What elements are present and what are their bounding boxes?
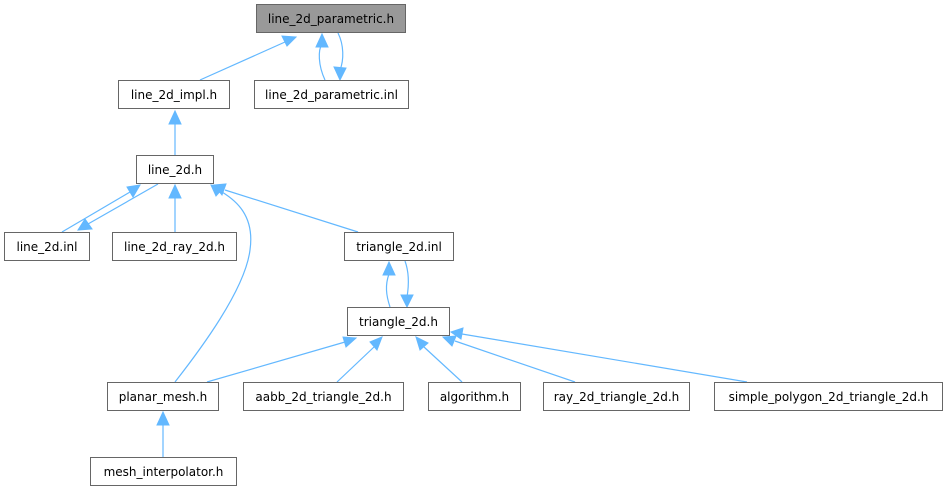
node-mesh-interpolator-h[interactable]: mesh_interpolator.h [90, 457, 237, 486]
edge-ray2-to-t2d [454, 340, 576, 383]
node-ray-2d-triangle-2d-h[interactable]: ray_2d_triangle_2d.h [543, 382, 690, 411]
node-aabb-2d-triangle-2d-h[interactable]: aabb_2d_triangle_2d.h [243, 382, 404, 411]
node-line-2d-ray-2d-h[interactable]: line_2d_ray_2d.h [112, 232, 237, 261]
node-triangle-2d-inl[interactable]: triangle_2d.inl [344, 232, 454, 261]
arrowhead-icon [333, 66, 347, 82]
edge-l2dinl-to-l2d [61, 191, 131, 233]
edge-l2d-to-l2dinl [87, 183, 159, 225]
edge-aabb-to-t2d [336, 346, 375, 383]
arrowhead-icon [342, 336, 358, 348]
arrowhead-icon [156, 410, 170, 426]
arrowhead-icon [400, 294, 414, 309]
node-line-2d-impl-h[interactable]: line_2d_impl.h [118, 80, 230, 109]
arrowhead-icon [315, 32, 329, 48]
edge-impl-to-root [199, 41, 286, 81]
arrowhead-icon [168, 183, 182, 199]
node-line-2d-parametric-inl[interactable]: line_2d_parametric.inl [254, 80, 409, 109]
arrowhead-icon [382, 260, 396, 276]
arrowhead-icon [369, 336, 383, 351]
edge-pm-to-l2d [174, 191, 252, 383]
edge-spoly-to-t2d [461, 333, 748, 383]
arrowhead-icon [441, 335, 457, 347]
edge-tinl-to-l2d [224, 189, 359, 233]
arrowhead-icon [449, 327, 464, 340]
node-line-2d-parametric-h: line_2d_parametric.h [256, 4, 406, 33]
arrowhead-icon [210, 184, 225, 197]
arrowhead-icon [126, 184, 141, 198]
node-line-2d-h[interactable]: line_2d.h [136, 155, 214, 184]
arrowhead-icon [281, 35, 298, 47]
node-algorithm-h[interactable]: algorithm.h [428, 382, 521, 411]
arrowhead-icon [77, 218, 93, 231]
edge-t2d-to-tinl [385, 273, 391, 308]
edge-pinl-to-root [318, 43, 326, 81]
node-triangle-2d-h[interactable]: triangle_2d.h [347, 307, 450, 336]
node-planar-mesh-h[interactable]: planar_mesh.h [107, 382, 219, 411]
arrowhead-icon [168, 109, 182, 125]
edge-tinl-to-t2d [404, 260, 409, 298]
edge-root-to-pinl [337, 32, 344, 71]
node-line-2d-inl[interactable]: line_2d.inl [4, 232, 90, 261]
edge-alg-to-t2d [423, 346, 463, 383]
node-simple-polygon-2d-triangle-2d-h[interactable]: simple_polygon_2d_triangle_2d.h [714, 382, 943, 411]
edge-pm-to-t2d [206, 341, 346, 383]
arrowhead-icon [415, 336, 429, 351]
